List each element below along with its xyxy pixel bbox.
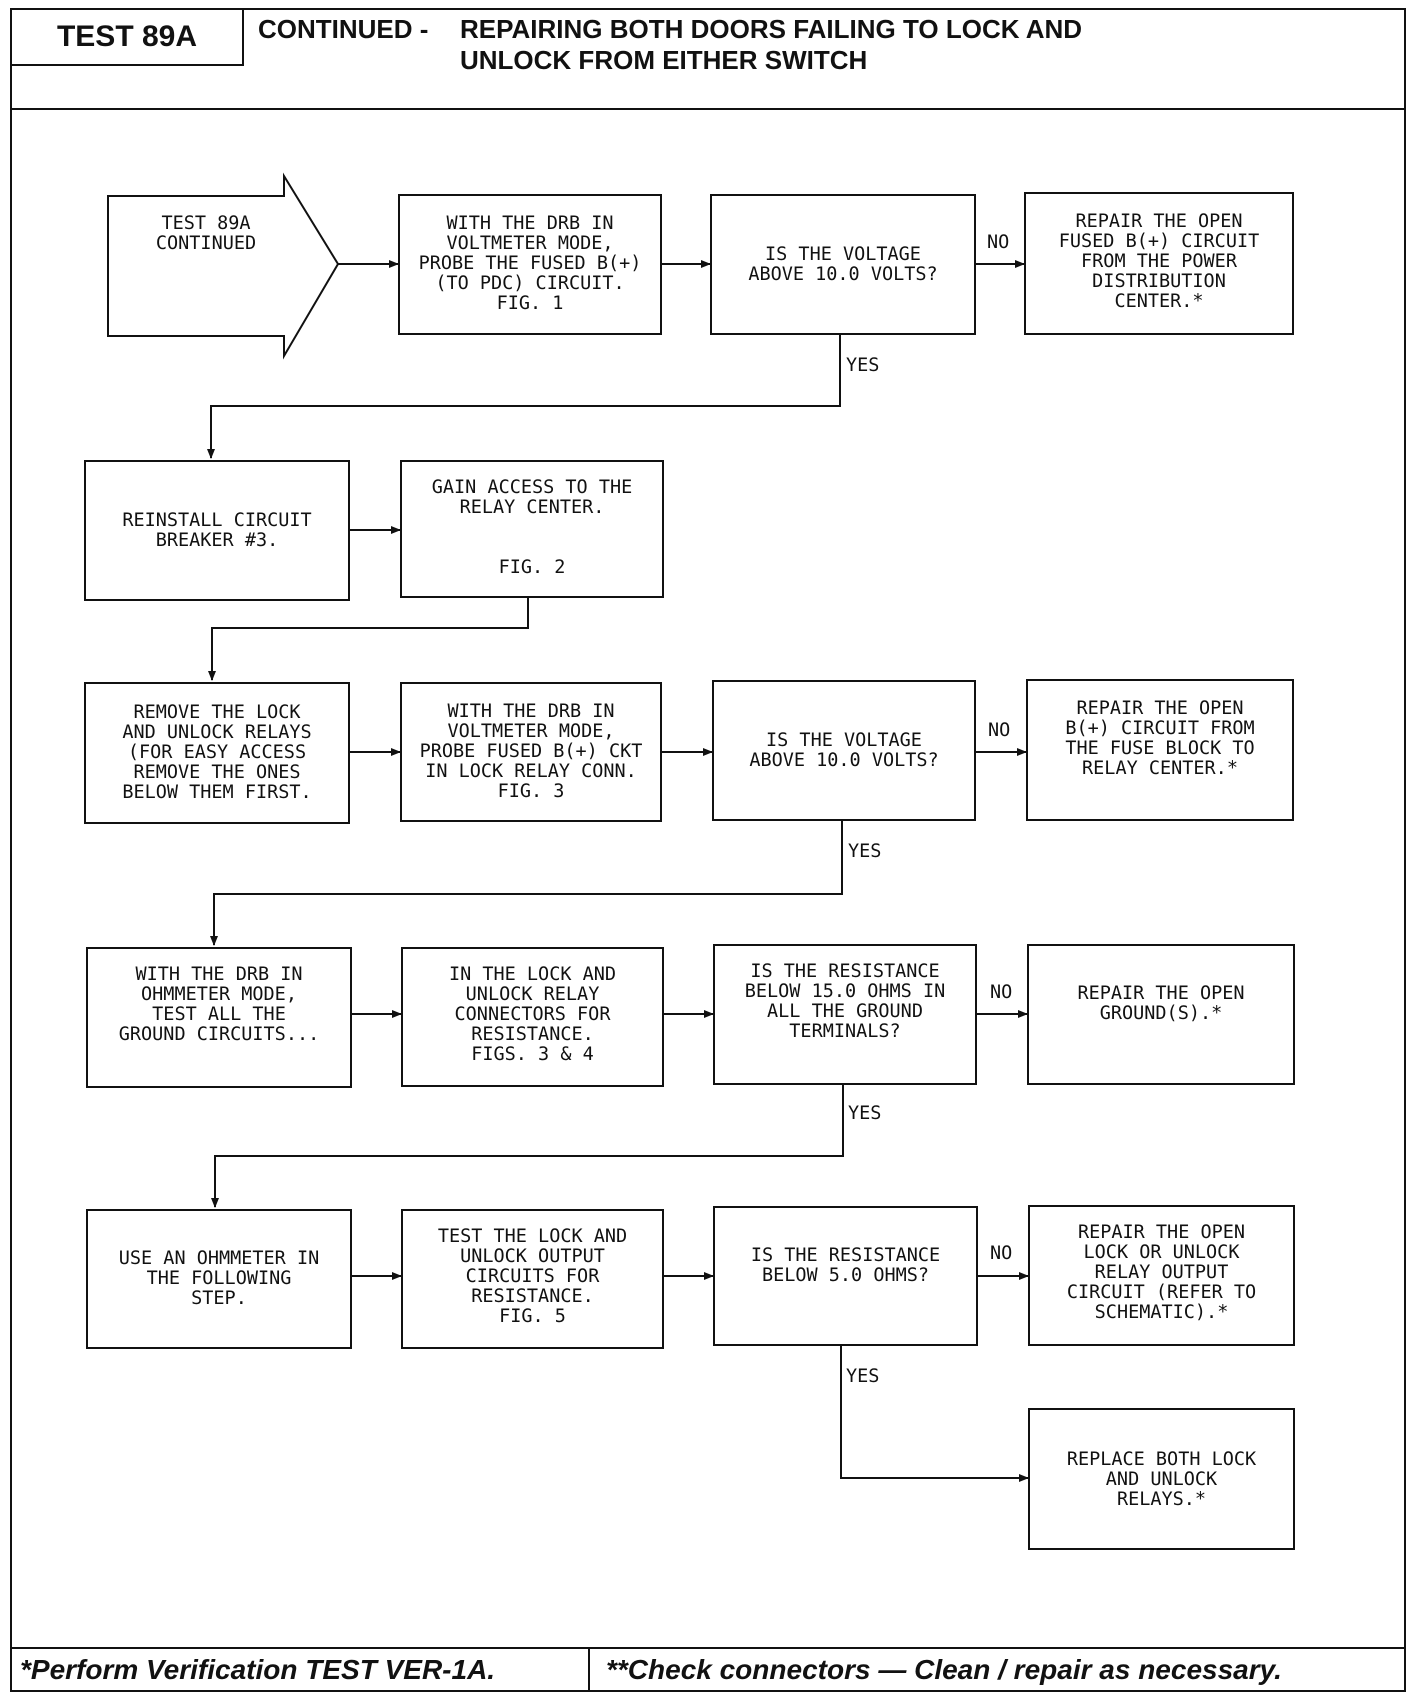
no-label: NO — [990, 982, 1013, 1003]
action-repair-bplus-fuse-block: REPAIR THE OPEN B(+) CIRCUIT FROM THE FU… — [1026, 679, 1294, 821]
decision-voltage-above-10-pdc: IS THE VOLTAGE ABOVE 10.0 VOLTS? — [710, 194, 976, 335]
title-prefix: CONTINUED - — [258, 14, 429, 44]
no-label: NO — [987, 232, 1010, 253]
footer-split — [588, 1647, 590, 1692]
decision-resistance-below-15: IS THE RESISTANCE BELOW 15.0 OHMS IN ALL… — [713, 944, 977, 1085]
action-repair-fused-bplus-pdc: REPAIR THE OPEN FUSED B(+) CIRCUIT FROM … — [1024, 192, 1294, 335]
footer-divider — [10, 1647, 1406, 1649]
step-reinstall-breaker-3: REINSTALL CIRCUIT BREAKER #3. — [84, 460, 350, 601]
yes-label: YES — [848, 841, 882, 862]
test-id-label: TEST 89A — [12, 10, 244, 66]
step-probe-lock-relay-conn: WITH THE DRB IN VOLTMETER MODE, PROBE FU… — [400, 682, 662, 822]
yes-label: YES — [846, 355, 880, 376]
no-label: NO — [990, 1243, 1013, 1264]
step-gain-access-relay-center: GAIN ACCESS TO THE RELAY CENTER. FIG. 2 — [400, 460, 664, 598]
step-remove-lock-unlock-relays: REMOVE THE LOCK AND UNLOCK RELAYS (FOR E… — [84, 682, 350, 824]
step-test-ground-circuits: WITH THE DRB IN OHMMETER MODE, TEST ALL … — [86, 947, 352, 1088]
yes-label: YES — [848, 1103, 882, 1124]
yes-label: YES — [846, 1366, 880, 1387]
action-repair-relay-output-circuit: REPAIR THE OPEN LOCK OR UNLOCK RELAY OUT… — [1028, 1205, 1295, 1346]
action-replace-both-relays: REPLACE BOTH LOCK AND UNLOCK RELAYS.* — [1028, 1408, 1295, 1550]
footer-connectors-note: **Check connectors — Clean / repair as n… — [606, 1654, 1282, 1685]
step-probe-fused-bplus-pdc: WITH THE DRB IN VOLTMETER MODE, PROBE TH… — [398, 194, 662, 335]
no-label: NO — [988, 720, 1011, 741]
page-title: REPAIRING BOTH DOORS FAILING TO LOCK AND… — [460, 14, 1083, 75]
action-repair-open-grounds: REPAIR THE OPEN GROUND(S).* — [1027, 944, 1295, 1085]
footer-verification-note: *Perform Verification TEST VER-1A. — [20, 1654, 496, 1685]
step-use-ohmmeter: USE AN OHMMETER IN THE FOLLOWING STEP. — [86, 1209, 352, 1349]
page-frame — [10, 8, 1406, 1692]
decision-voltage-above-10-relay: IS THE VOLTAGE ABOVE 10.0 VOLTS? — [712, 680, 976, 821]
start-label: TEST 89A CONTINUED — [155, 213, 257, 254]
start-arrow-shape — [107, 172, 340, 360]
step-relay-connectors-resistance: IN THE LOCK AND UNLOCK RELAY CONNECTORS … — [401, 947, 664, 1087]
decision-resistance-below-5: IS THE RESISTANCE BELOW 5.0 OHMS? — [713, 1206, 978, 1346]
step-test-output-circuits: TEST THE LOCK AND UNLOCK OUTPUT CIRCUITS… — [401, 1209, 664, 1349]
header-divider — [10, 108, 1406, 110]
